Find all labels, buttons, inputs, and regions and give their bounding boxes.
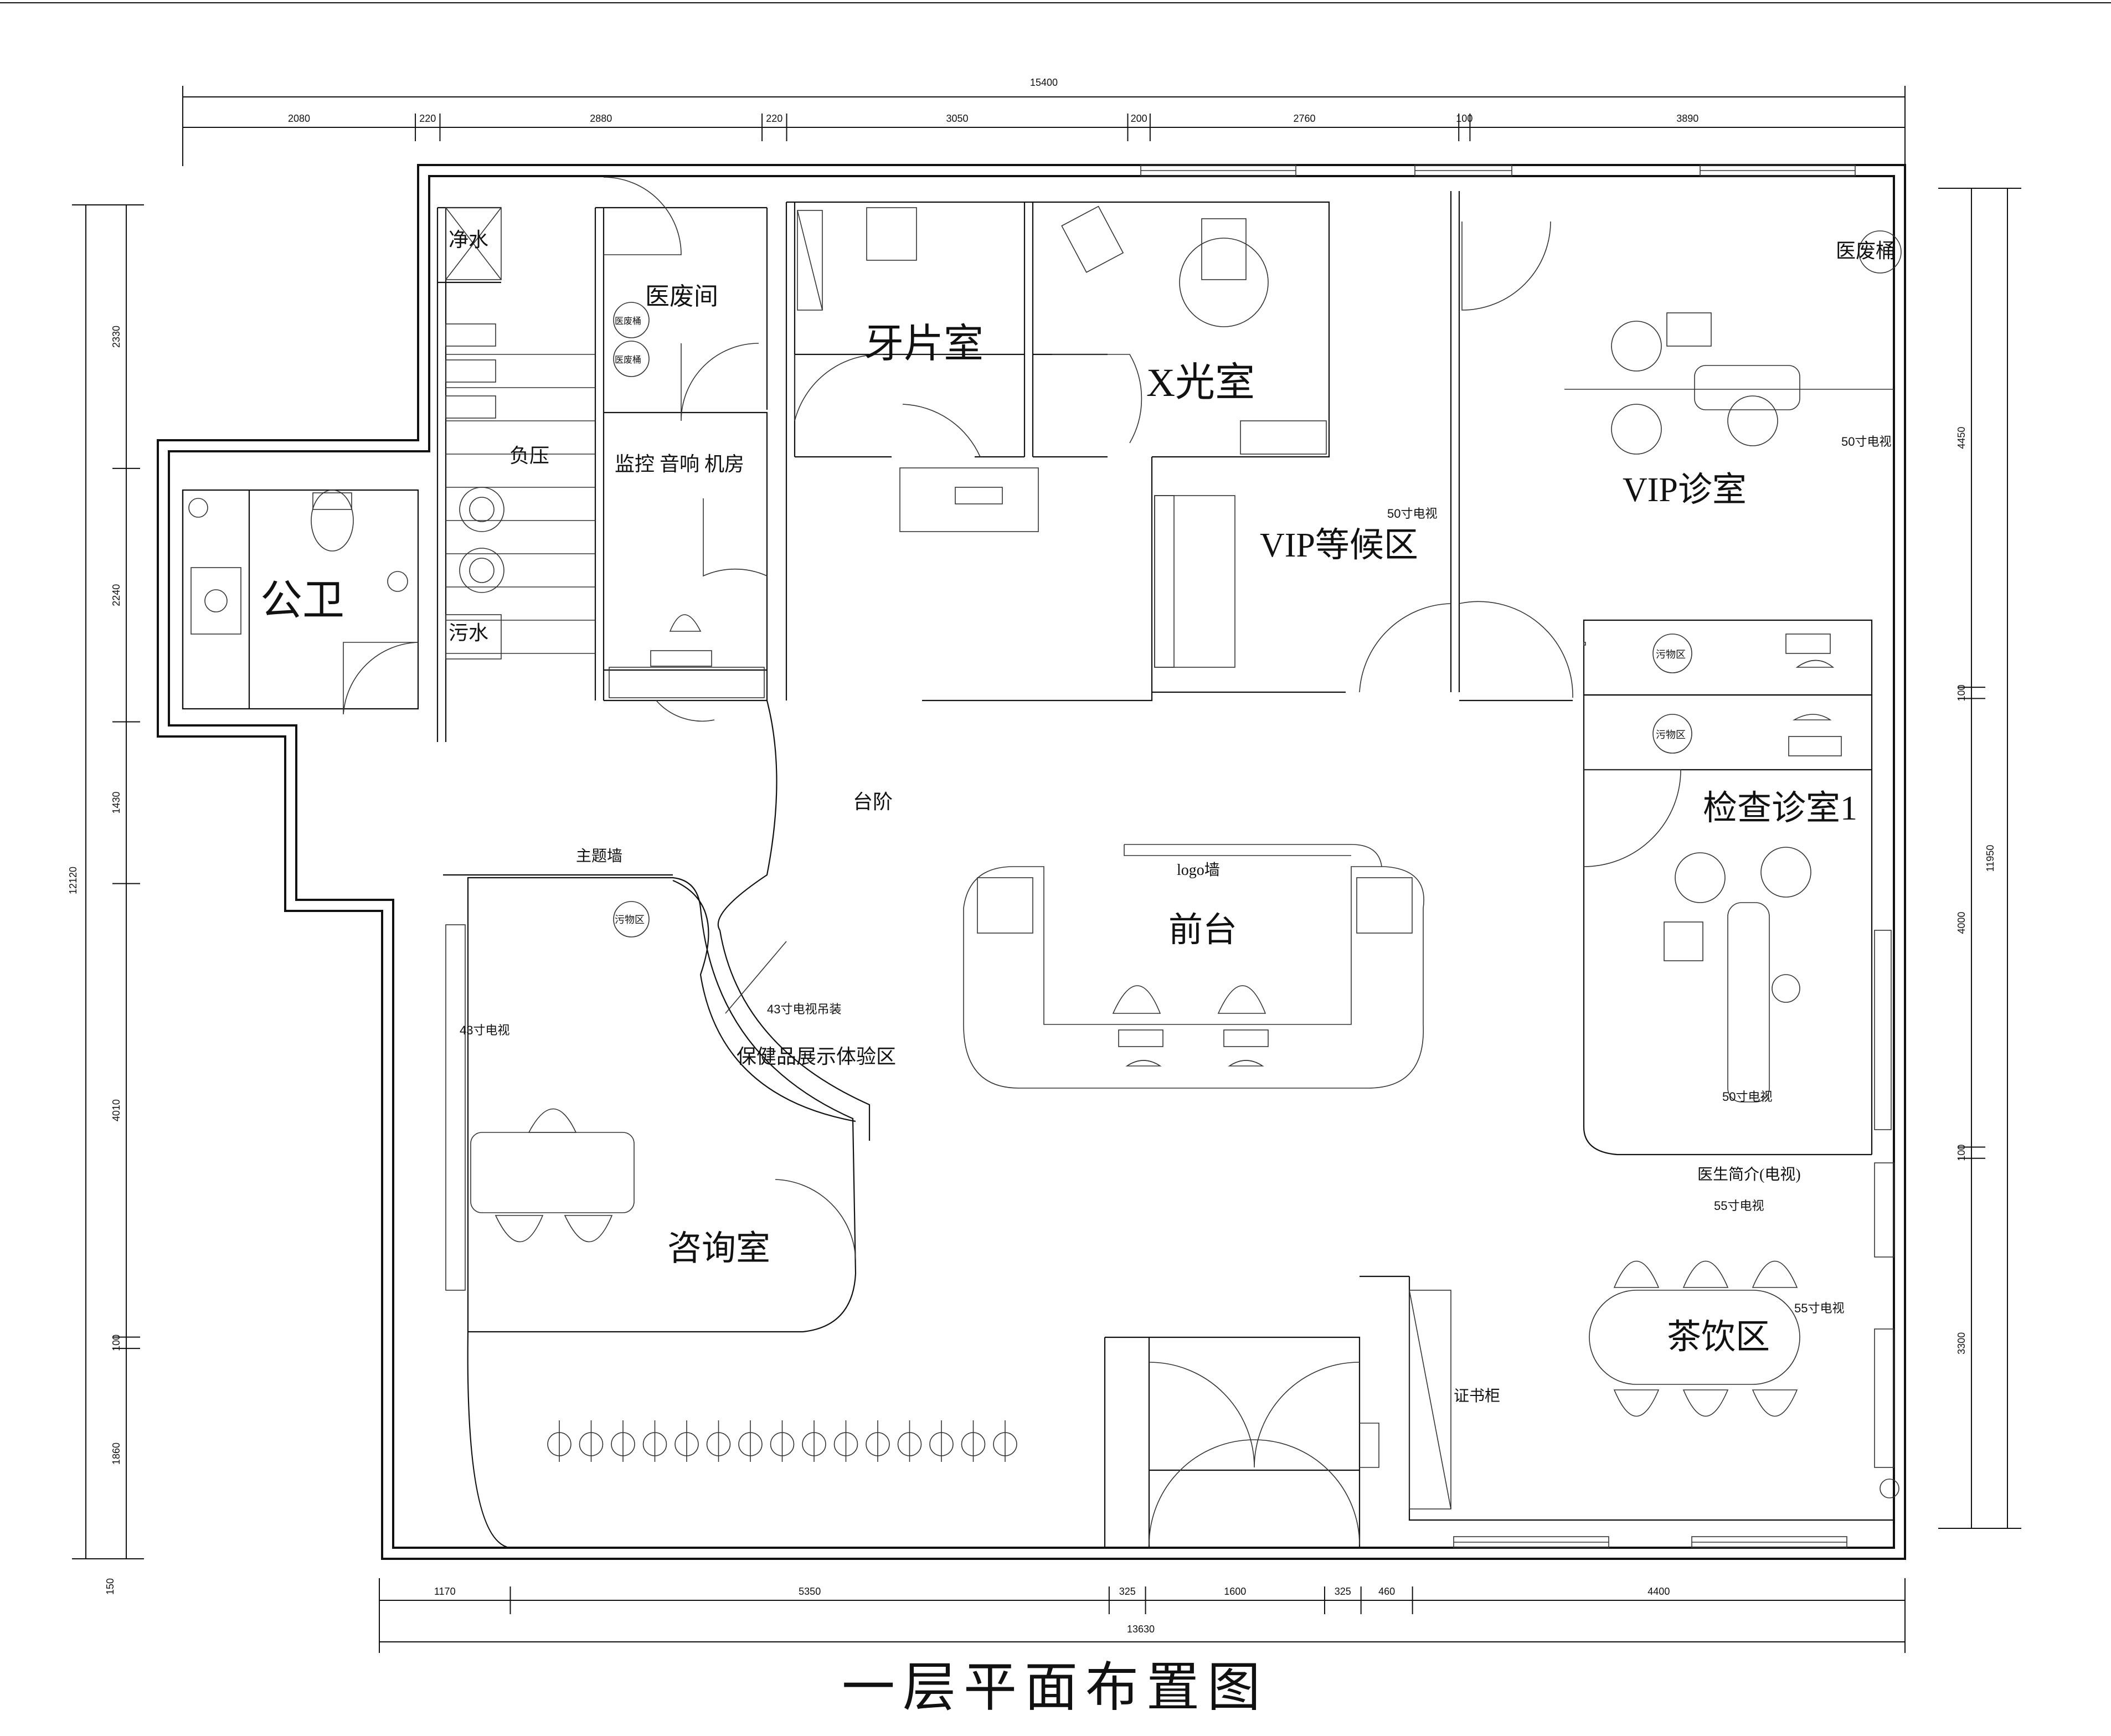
dimension-lines: 15400 2080 220 2880 220 3050 200 2760 100 3890 1… <box>68 77 2021 1653</box>
label-chayin: 茶饮区 <box>1667 1318 1770 1356</box>
label-zhutiqiang: 主题墙 <box>576 847 622 865</box>
dim-left-seg-label: 1430 <box>111 791 122 813</box>
dim-left-bottom: 150 <box>105 1578 116 1595</box>
dim-bottom-seg-label: 325 <box>1119 1586 1136 1597</box>
dim-top-seg-label: 2080 <box>288 113 310 124</box>
dim-bottom-total: 13630 <box>1127 1624 1155 1635</box>
label-logoqiang: logo墙 <box>1177 861 1220 879</box>
label-yapianshi: 牙片室 <box>864 322 984 366</box>
room-labels: 净水 医废间 牙片室 X光室 医废桶 负压 监控 音响 机房 公卫 污水 VIP… <box>260 229 1896 1405</box>
dim-top-seg-label: 200 <box>1131 113 1147 124</box>
dim-left-seg-label: 100 <box>111 1335 122 1351</box>
dim-right-seg-label: 4450 <box>1956 427 1967 449</box>
label-yisheng-jianjie: 医生简介(电视) <box>1697 1166 1801 1183</box>
label-xguangshi: X光室 <box>1146 360 1255 405</box>
dim-right-total: 11950 <box>1985 845 1996 872</box>
label-baojianpin: 保健品展示体验区 <box>737 1045 896 1068</box>
note-yifeitong-1: 医废桶 <box>615 316 641 326</box>
note-tv50-b: 50寸电视 <box>1387 507 1437 521</box>
dim-top-seg-label: 220 <box>419 113 436 124</box>
dim-right-seg-label: 100 <box>1956 684 1967 701</box>
dim-top-seg-label: 2880 <box>590 113 612 124</box>
dim-top-seg-label: 2760 <box>1294 113 1316 124</box>
doors <box>343 177 1681 1546</box>
dim-left-seg-label: 2330 <box>111 326 122 348</box>
label-jiancha1: 检查诊室1 <box>1703 790 1857 827</box>
dim-top-seg-label: 220 <box>766 113 782 124</box>
label-wushui: 污水 <box>449 622 488 644</box>
note-tv55-a: 55寸电视 <box>1714 1199 1764 1213</box>
label-zhengshugui: 证书柜 <box>1454 1387 1500 1405</box>
dim-bottom-seg-label: 460 <box>1378 1586 1395 1597</box>
label-gongwei: 公卫 <box>260 578 344 624</box>
dim-top-total: 15400 <box>1030 77 1058 88</box>
dim-top-seg-label: 100 <box>1456 113 1472 124</box>
dim-bottom-seg-label: 1600 <box>1224 1586 1246 1597</box>
furniture <box>188 205 1902 1510</box>
label-qiantai: 前台 <box>1168 911 1237 949</box>
interior-walls <box>182 191 1894 1549</box>
label-yifeijian: 医废间 <box>645 283 718 310</box>
dim-bottom-seg-label: 325 <box>1335 1586 1351 1597</box>
dim-bottom-seg-label: 5350 <box>799 1586 821 1597</box>
note-tv50-a: 50寸电视 <box>1841 435 1891 449</box>
dim-top-seg-label: 3050 <box>946 113 968 124</box>
note-tv43: 43寸电视 <box>460 1023 509 1037</box>
dim-top-seg-label: 3890 <box>1676 113 1698 124</box>
dim-left-seg-label: 2240 <box>111 584 122 606</box>
note-tv50-c: 50寸电视 <box>1722 1090 1772 1104</box>
note-yifeitong-2: 医废桶 <box>615 355 641 365</box>
outer-walls <box>157 164 1906 1560</box>
note-tv43-hang: 43寸电视吊装 <box>767 1002 841 1016</box>
label-taijie: 台阶 <box>853 791 893 813</box>
label-jingshui: 净水 <box>449 229 488 251</box>
dim-left-seg-label: 1860 <box>111 1443 122 1465</box>
dim-left-total: 12120 <box>68 867 79 894</box>
note-wuwu-3: 污物区 <box>615 914 645 925</box>
note-tv55-b: 55寸电视 <box>1794 1301 1844 1315</box>
notes: 50寸电视 50寸电视 50寸电视 43寸电视 43寸电视吊装 55寸电视 55… <box>460 316 1891 1315</box>
drawing-title: 一层平面布置图 <box>842 1658 1268 1717</box>
label-jiankong: 监控 音响 机房 <box>615 453 744 475</box>
dim-right-seg-label: 100 <box>1956 1145 1967 1161</box>
dim-bottom-seg-label: 4400 <box>1647 1586 1670 1597</box>
note-wuwu-1: 污物区 <box>1656 649 1686 660</box>
dim-right-seg-label: 4000 <box>1956 911 1967 934</box>
label-yifeitong: 医废桶 <box>1836 240 1896 262</box>
label-fuya: 负压 <box>509 445 549 467</box>
dim-left-seg-label: 4010 <box>111 1099 122 1121</box>
dim-bottom-seg-label: 1170 <box>434 1586 456 1597</box>
dim-right-seg-label: 3300 <box>1956 1332 1967 1354</box>
label-vip-denghou: VIP等候区 <box>1260 527 1418 564</box>
label-zixunshi: 咨询室 <box>667 1230 770 1268</box>
label-vip-zhenshi: VIP诊室 <box>1623 471 1747 509</box>
note-wuwu-2: 污物区 <box>1656 729 1686 740</box>
